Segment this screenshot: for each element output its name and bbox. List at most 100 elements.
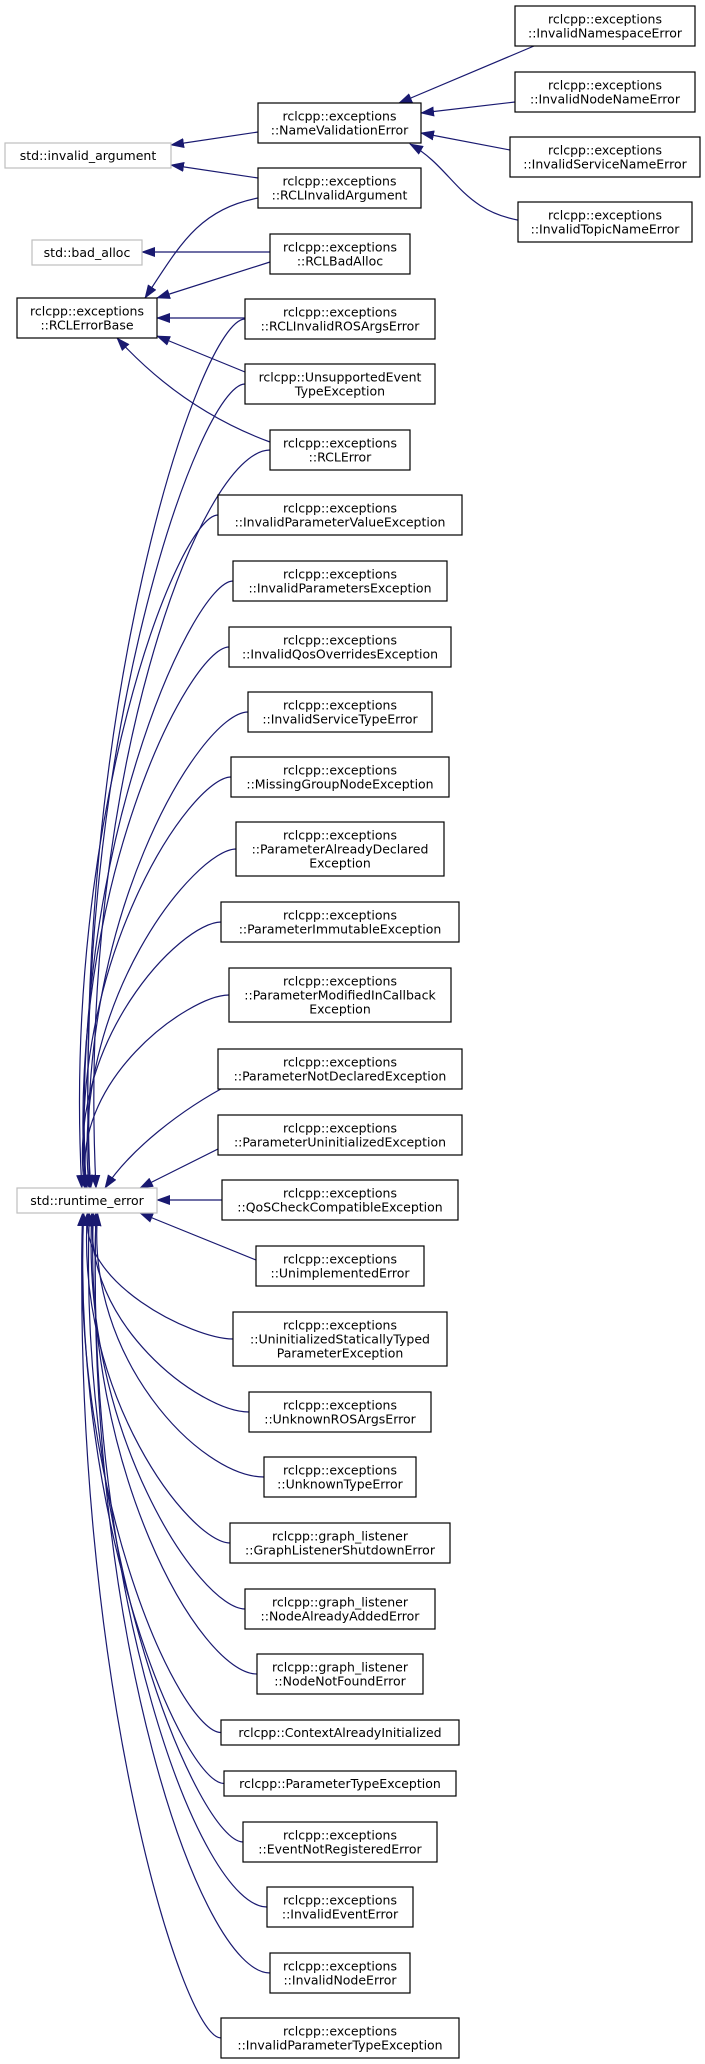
- class-node-label: ::InvalidServiceNameError: [523, 157, 687, 172]
- class-node-label: rclcpp::exceptions: [283, 1121, 397, 1136]
- class-node-rcl-invalid-ros-args-error[interactable]: rclcpp::exceptions::RCLInvalidROSArgsErr…: [244, 298, 436, 340]
- class-node-label: std::bad_alloc: [44, 245, 131, 260]
- class-node-event-not-registered-error[interactable]: rclcpp::exceptions::EventNotRegisteredEr…: [242, 1821, 438, 1863]
- class-node-box: [509, 136, 701, 178]
- class-node-label: rclcpp::ContextAlreadyInitialized: [238, 1725, 441, 1740]
- class-node-box: [255, 1245, 425, 1287]
- class-node-label: ::MissingGroupNodeException: [246, 777, 433, 792]
- class-node-name-validation-error[interactable]: rclcpp::exceptions::NameValidationError: [257, 102, 422, 144]
- class-node-invalid-service-name-error[interactable]: rclcpp::exceptions::InvalidServiceNameEr…: [509, 136, 701, 178]
- class-node-label: std::invalid_argument: [20, 148, 157, 163]
- inheritance-edge-parameter-already-declared-exception-to-runtime-error: [82, 848, 237, 1189]
- class-node-unimplemented-error[interactable]: rclcpp::exceptions::UnimplementedError: [255, 1245, 425, 1287]
- class-node-invalid-node-error[interactable]: rclcpp::exceptions::InvalidNodeError: [269, 1952, 411, 1994]
- class-node-qos-check-compatible-exception[interactable]: rclcpp::exceptions::QoSCheckCompatibleEx…: [221, 1179, 459, 1221]
- inheritance-edge-unknown-type-error-to-runtime-error: [91, 1212, 265, 1478]
- class-node-unknown-type-error[interactable]: rclcpp::exceptions::UnknownTypeError: [263, 1456, 417, 1498]
- class-node-box: [517, 201, 693, 243]
- class-node-label: ::NodeAlreadyAddedError: [261, 1609, 421, 1624]
- class-node-label: ParameterException: [277, 1346, 404, 1361]
- class-node-box: [31, 239, 143, 266]
- inheritance-edge-rcl-invalid-ros-args-error-to-runtime-error: [84, 318, 246, 1189]
- class-node-label: ::UnknownROSArgsError: [264, 1412, 416, 1427]
- class-node-label: ::InvalidParameterTypeException: [237, 2038, 442, 2053]
- class-node-label: rclcpp::exceptions: [283, 1252, 397, 1267]
- class-node-graph-listener-shutdown-error[interactable]: rclcpp::graph_listener::GraphListenerShu…: [229, 1522, 451, 1564]
- class-node-box: [269, 429, 411, 471]
- class-node-label: rclcpp::exceptions: [283, 1186, 397, 1201]
- class-node-invalid-qos-overrides-exception[interactable]: rclcpp::exceptions::InvalidQosOverridesE…: [228, 626, 452, 668]
- inheritance-edge-invalid-parameter-value-exception-to-runtime-error: [76, 514, 219, 1189]
- class-node-uninitialized-statically-typed-parameter-exception[interactable]: rclcpp::exceptions::UninitializedStatica…: [232, 1311, 448, 1367]
- class-node-label: rclcpp::ParameterTypeException: [239, 1776, 441, 1791]
- class-node-parameter-immutable-exception[interactable]: rclcpp::exceptions::ParameterImmutableEx…: [220, 901, 460, 943]
- class-node-label: ::RCLErrorBase: [40, 318, 133, 333]
- class-node-label: ::UnknownTypeError: [277, 1477, 403, 1492]
- class-node-rcl-error-base[interactable]: rclcpp::exceptions::RCLErrorBase: [16, 297, 158, 339]
- inheritance-edge-node-already-added-error-to-runtime-error: [86, 1212, 246, 1610]
- class-node-label: ::RCLError: [309, 450, 373, 465]
- class-node-label: rclcpp::exceptions: [283, 974, 397, 989]
- class-node-rcl-bad-alloc[interactable]: rclcpp::exceptions::RCLBadAlloc: [269, 233, 411, 275]
- class-node-box: [232, 560, 448, 602]
- class-node-box: [257, 102, 422, 144]
- class-node-label: Exception: [309, 1002, 371, 1017]
- class-node-parameter-modified-in-callback-exception[interactable]: rclcpp::exceptions::ParameterModifiedInC…: [228, 967, 452, 1023]
- class-node-runtime-error: std::runtime_error: [16, 1187, 158, 1214]
- class-node-label: ::ParameterImmutableException: [239, 922, 442, 937]
- class-node-box: [217, 1048, 463, 1090]
- class-node-invalid-namespace-error[interactable]: rclcpp::exceptions::InvalidNamespaceErro…: [514, 5, 696, 47]
- inheritance-edge-missing-group-node-exception-to-runtime-error: [79, 776, 232, 1189]
- class-node-label: rclcpp::exceptions: [283, 828, 397, 843]
- inheritance-edge-parameter-modified-in-callback-exception-to-runtime-error: [79, 994, 230, 1189]
- class-node-bad-alloc: std::bad_alloc: [31, 239, 143, 266]
- class-node-label: ::RCLInvalidArgument: [272, 188, 408, 203]
- class-node-label: rclcpp::exceptions: [283, 567, 397, 582]
- inheritance-edge-rcl-invalid-argument-to-rcl-error-base: [144, 197, 259, 299]
- class-node-box: [269, 233, 411, 275]
- class-node-label: rclcpp::graph_listener: [272, 1595, 409, 1610]
- class-node-invalid-parameters-exception[interactable]: rclcpp::exceptions::InvalidParametersExc…: [232, 560, 448, 602]
- class-node-label: rclcpp::exceptions: [548, 12, 662, 27]
- class-node-label: ::UninitializedStaticallyTyped: [250, 1332, 430, 1347]
- inheritance-edge-invalid-event-error-to-runtime-error: [90, 1212, 268, 1908]
- class-node-label: Exception: [309, 856, 371, 871]
- class-node-label: ::ParameterUninitializedException: [234, 1135, 446, 1150]
- inheritance-edge-parameter-not-declared-exception-to-runtime-error: [104, 1082, 233, 1189]
- class-node-invalid-event-error[interactable]: rclcpp::exceptions::InvalidEventError: [266, 1886, 414, 1928]
- class-node-label: ::InvalidTopicNameError: [531, 222, 681, 237]
- class-node-box: [256, 1653, 424, 1695]
- class-node-node-already-added-error[interactable]: rclcpp::graph_listener::NodeAlreadyAdded…: [244, 1588, 436, 1630]
- class-node-invalid-service-type-error[interactable]: rclcpp::exceptions::InvalidServiceTypeEr…: [247, 691, 433, 733]
- class-node-context-already-initialized[interactable]: rclcpp::ContextAlreadyInitialized: [220, 1719, 460, 1746]
- class-node-invalid-node-name-error[interactable]: rclcpp::exceptions::InvalidNodeNameError: [514, 71, 696, 113]
- inheritance-edge-rcl-bad-alloc-to-rcl-error-base: [156, 261, 271, 299]
- class-node-invalid-topic-name-error[interactable]: rclcpp::exceptions::InvalidTopicNameErro…: [517, 201, 693, 243]
- class-node-parameter-not-declared-exception[interactable]: rclcpp::exceptions::ParameterNotDeclared…: [217, 1048, 463, 1090]
- class-node-node-not-found-error[interactable]: rclcpp::graph_listener::NodeNotFoundErro…: [256, 1653, 424, 1695]
- class-node-label: rclcpp::exceptions: [548, 208, 662, 223]
- class-node-parameter-uninitialized-exception[interactable]: rclcpp::exceptions::ParameterUninitializ…: [217, 1114, 463, 1156]
- inheritance-edge-rcl-invalid-argument-to-invalid-argument: [170, 161, 259, 179]
- inheritance-edge-invalid-topic-name-error-to-name-validation-error: [409, 143, 531, 223]
- class-node-rcl-invalid-argument[interactable]: rclcpp::exceptions::RCLInvalidArgument: [257, 167, 422, 209]
- class-node-label: rclcpp::exceptions: [283, 633, 397, 648]
- class-node-invalid-parameter-value-exception[interactable]: rclcpp::exceptions::InvalidParameterValu…: [217, 494, 463, 536]
- class-node-label: rclcpp::graph_listener: [272, 1660, 409, 1675]
- class-node-label: ::QoSCheckCompatibleException: [237, 1200, 442, 1215]
- class-node-missing-group-node-exception[interactable]: rclcpp::exceptions::MissingGroupNodeExce…: [230, 756, 450, 798]
- inheritance-edge-uninitialized-statically-typed-parameter-exception-to-runtime-error: [81, 1212, 234, 1340]
- inheritance-edge-invalid-namespace-error-to-name-validation-error: [398, 45, 535, 104]
- inheritance-edge-parameter-type-exception-to-runtime-error: [78, 1212, 225, 1785]
- class-node-parameter-type-exception[interactable]: rclcpp::ParameterTypeException: [223, 1770, 457, 1797]
- class-node-label: rclcpp::exceptions: [283, 1318, 397, 1333]
- class-node-label: ::InvalidServiceTypeError: [262, 712, 418, 727]
- class-node-invalid-parameter-type-exception[interactable]: rclcpp::exceptions::InvalidParameterType…: [220, 2017, 460, 2059]
- class-node-parameter-already-declared-exception[interactable]: rclcpp::exceptions::ParameterAlreadyDecl…: [235, 821, 445, 877]
- class-node-box: [244, 1588, 436, 1630]
- inheritance-edge-invalid-service-name-error-to-name-validation-error: [420, 130, 511, 151]
- class-node-rcl-error[interactable]: rclcpp::exceptions::RCLError: [269, 429, 411, 471]
- class-node-unknown-ros-args-error[interactable]: rclcpp::exceptions::UnknownROSArgsError: [248, 1391, 432, 1433]
- class-node-label: ::NameValidationError: [271, 123, 409, 138]
